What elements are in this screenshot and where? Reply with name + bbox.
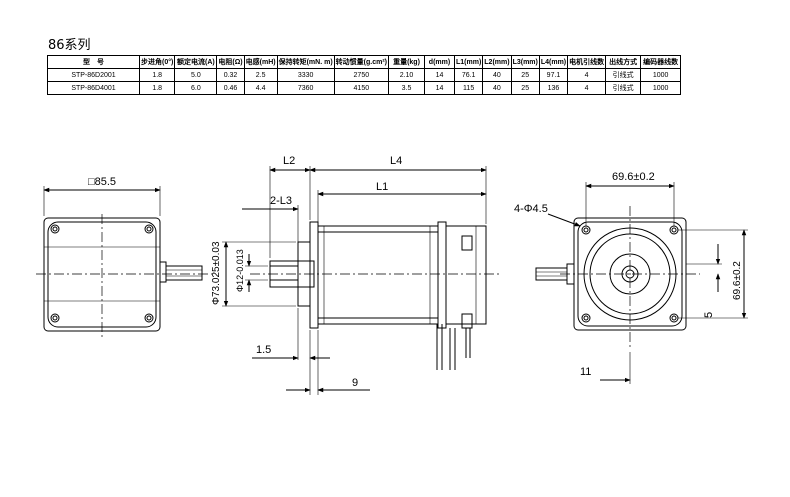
table-cell: 136: [538, 81, 569, 95]
table-cell: 97.1: [538, 68, 569, 82]
rear-view: [36, 186, 212, 338]
table-cell: 0.46: [216, 81, 245, 95]
dim-2-l3: 2-L3: [270, 195, 292, 207]
dim-hole-spacing-vertical: 69.6±0.2: [732, 261, 743, 300]
dim-nine: 9: [352, 377, 358, 389]
dim-l1: L1: [376, 181, 388, 193]
table-cell: 25: [510, 81, 540, 95]
spec-table: 型 号步进角(0°)额定电流(A)电阻(Ω)电感(mH)保持转矩(mN. m)转…: [47, 55, 682, 95]
dim-hole-spacing-horizontal: 69.6±0.2: [612, 171, 655, 183]
table-header-cell: 步进角(0°): [138, 55, 176, 69]
side-view: [222, 166, 500, 395]
dim-eleven: 11: [580, 366, 591, 378]
series-title: 86系列: [48, 38, 91, 53]
table-cell: 4.4: [243, 81, 278, 95]
table-cell: 115: [453, 81, 484, 95]
table-cell: 1.8: [138, 81, 176, 95]
table-cell: 0.32: [216, 68, 245, 82]
dim-pilot-diameter: Φ73.025±0.03: [211, 241, 222, 305]
table-header-cell: L4(mm): [538, 55, 569, 69]
dim-square: □85.5: [88, 176, 116, 188]
table-cell: 14: [424, 81, 455, 95]
front-view: [535, 182, 748, 384]
dim-holes: 4-Φ4.5: [514, 203, 548, 215]
dim-l2: L2: [283, 155, 295, 167]
dim-flange-thickness: 1.5: [256, 344, 271, 356]
dim-five: 5: [703, 312, 715, 318]
table-cell: 引线式: [605, 81, 642, 95]
table-cell: 3.5: [388, 81, 425, 95]
dim-l4: L4: [390, 155, 402, 167]
table-cell: 1000: [640, 81, 682, 95]
table-cell: 6.0: [174, 81, 218, 95]
table-cell: 4150: [333, 81, 390, 95]
dim-shaft-diameter: Φ12-0.013: [235, 249, 245, 292]
